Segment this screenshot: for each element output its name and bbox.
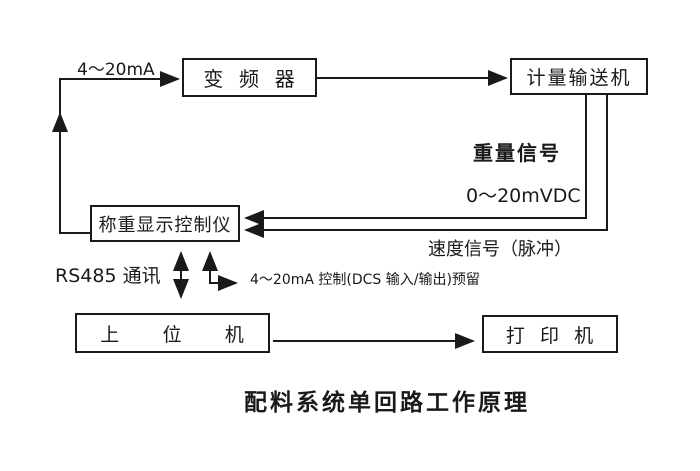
line-dcs-reserved [202,251,238,291]
label-loop-current-4-20ma: 4～20mA [77,60,155,80]
label-weight-signal: 重量信号 [473,141,561,165]
box-metering-conveyor: 计量输送机 [510,58,648,95]
line-controller-to-inverter [59,71,180,234]
box-printer: 打 印 机 [482,315,618,353]
label-rs485-comm: RS485 通讯 [55,265,161,287]
box-weighing-display-controller: 称重显示控制仪 [90,205,240,242]
diagram-caption: 配料系统单回路工作原理 [244,390,530,416]
label-weight-signal-range: 0～20mVDC [466,185,581,207]
box-inverter: 变 频 器 [182,58,317,97]
box-host-computer: 上 位 机 [75,313,270,353]
line-speed-signal [244,95,608,238]
line-weight-signal [244,95,587,226]
label-dcs-reserved: 4～20mA 控制(DCS 输入/输出)预留 [250,272,480,288]
label-speed-signal-pulse: 速度信号（脉冲） [428,239,572,260]
